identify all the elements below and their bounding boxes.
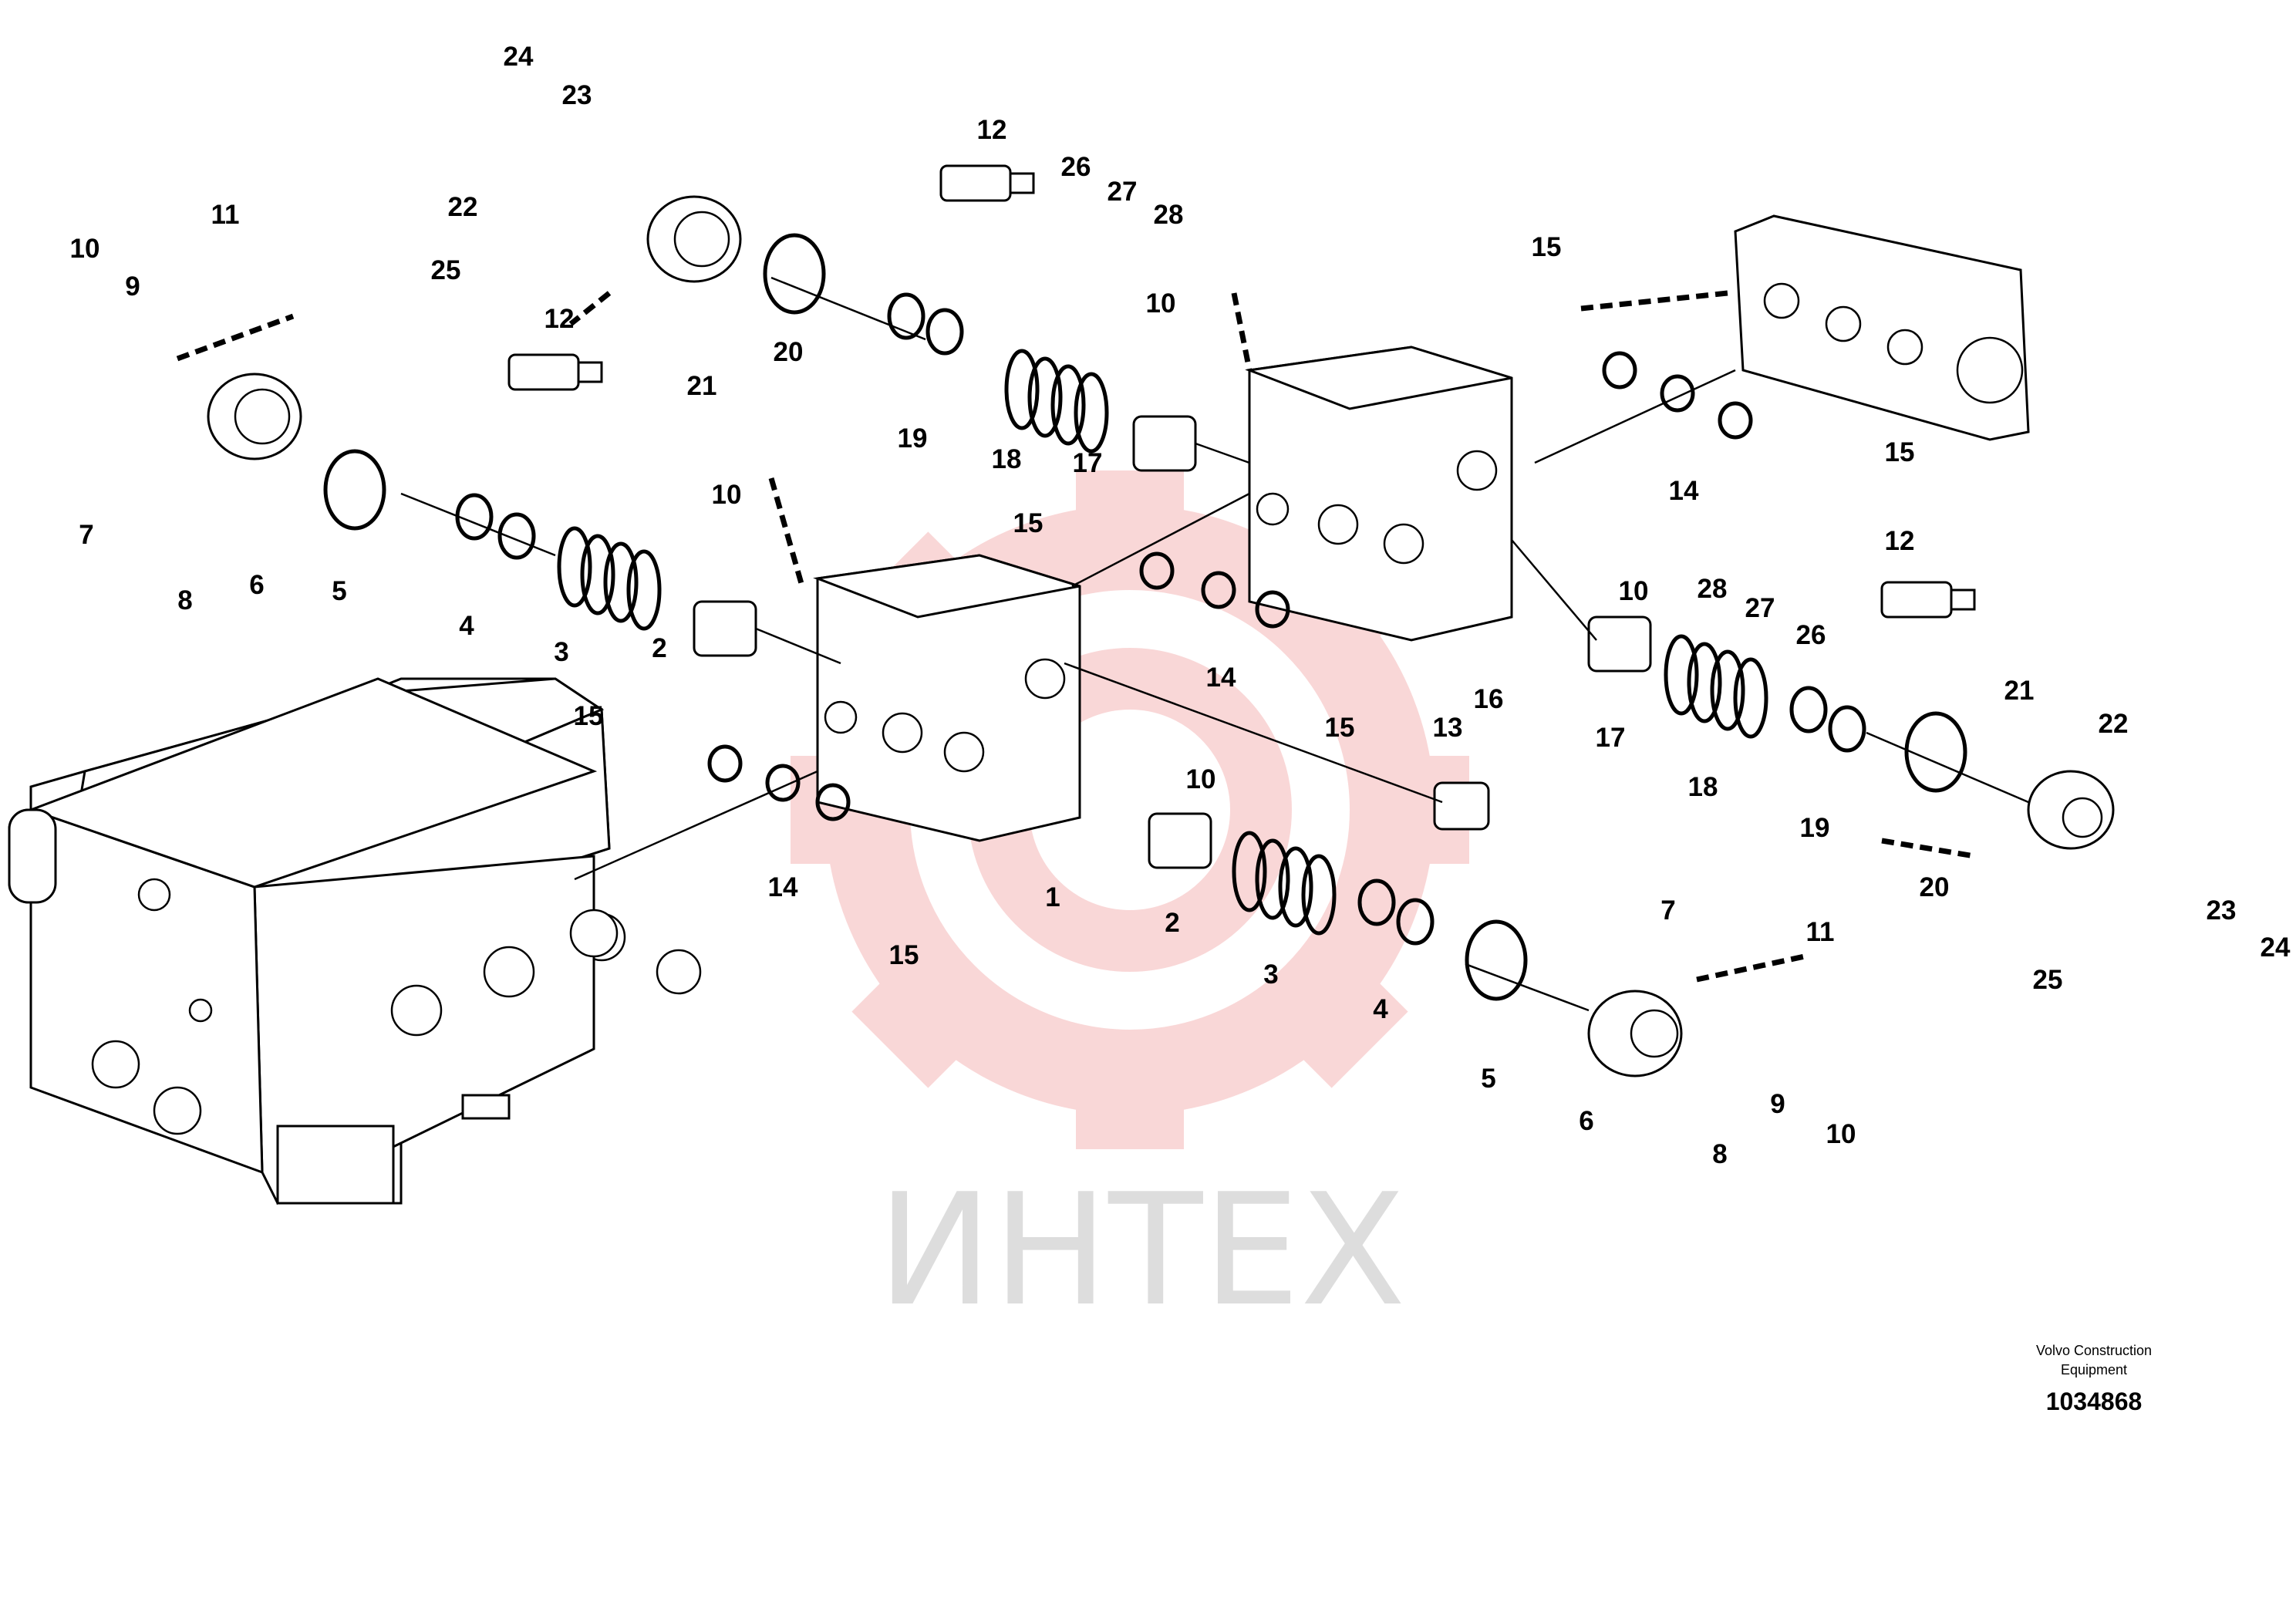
callout-12: 12: [544, 304, 575, 334]
callout-2: 2: [1165, 908, 1179, 938]
cartridge-12-right: [1880, 581, 1976, 619]
callout-3: 3: [554, 637, 568, 667]
plug-13: [1433, 781, 1490, 831]
callout-21: 21: [2004, 676, 2035, 706]
callout-20: 20: [1920, 872, 1950, 902]
callout-10: 10: [1619, 576, 1649, 606]
spool-housing-1: [813, 554, 1081, 842]
callout-28: 28: [1698, 574, 1728, 604]
callout-4: 4: [1373, 994, 1388, 1024]
drawing-number: 1034868: [2046, 1388, 2143, 1415]
cap-6-right: [1587, 990, 1683, 1077]
manufacturer-line-2: Equipment: [2061, 1362, 2127, 1378]
callout-10: 10: [1186, 764, 1216, 794]
callout-15: 15: [1013, 508, 1043, 538]
watermark-text: ИНТЕХ: [877, 1161, 1406, 1340]
callout-15: 15: [1885, 437, 1915, 467]
cap-6-left: [207, 373, 302, 460]
callout-10: 10: [1826, 1119, 1856, 1149]
spool-housing-16: [1245, 346, 1513, 642]
o-rings: [323, 233, 1967, 1001]
spring-3-lower: [1232, 831, 1337, 936]
sleeve-17-lower: [1587, 615, 1652, 673]
callout-18: 18: [992, 444, 1022, 474]
cap-21-right: [2027, 770, 2115, 850]
callout-14: 14: [1206, 663, 1236, 693]
callout-9: 9: [1770, 1089, 1785, 1119]
callout-23: 23: [2207, 895, 2237, 926]
end-plate: [1734, 214, 2030, 441]
callout-5: 5: [332, 576, 346, 606]
callout-19: 19: [898, 423, 928, 454]
callout-11: 11: [211, 200, 240, 230]
callout-17: 17: [1596, 723, 1626, 753]
callout-7: 7: [1660, 895, 1675, 926]
callout-11: 11: [1806, 917, 1835, 947]
callout-6: 6: [249, 570, 264, 600]
callout-21: 21: [687, 371, 717, 401]
sleeve-17-upper: [1132, 415, 1197, 472]
callout-10: 10: [712, 480, 742, 510]
callout-25: 25: [2033, 965, 2063, 995]
sleeve-2-lower: [1148, 812, 1212, 869]
callout-labels: 1 2 2 3 3 4 4 5 5 6 6 7 7 8 8 9 9 10 10 …: [70, 42, 2291, 1169]
main-valve-block-body: [8, 677, 619, 1205]
callout-6: 6: [1579, 1106, 1593, 1136]
callout-2: 2: [652, 633, 666, 663]
callout-25: 25: [431, 255, 461, 285]
callout-22: 22: [2099, 709, 2129, 739]
callout-22: 22: [448, 192, 478, 222]
spring-18-upper: [1004, 349, 1109, 454]
cartridge-12-top: [939, 164, 1035, 202]
spring-3-upper: [557, 526, 662, 631]
callout-10: 10: [1146, 288, 1176, 319]
callout-13: 13: [1433, 713, 1463, 743]
cartridge-12-left: [507, 353, 603, 391]
callout-15: 15: [889, 940, 919, 970]
callout-10: 10: [70, 234, 100, 264]
callout-1: 1: [1045, 882, 1060, 912]
callout-4: 4: [459, 611, 474, 641]
callout-12: 12: [1885, 526, 1915, 556]
callout-27: 27: [1108, 177, 1138, 207]
callout-12: 12: [977, 115, 1007, 145]
sleeve-2-upper: [693, 600, 757, 657]
callout-7: 7: [79, 520, 93, 550]
callout-5: 5: [1481, 1064, 1495, 1094]
callout-26: 26: [1061, 152, 1091, 182]
callout-19: 19: [1800, 813, 1830, 843]
callout-14: 14: [1669, 476, 1699, 506]
callout-9: 9: [125, 271, 140, 302]
callout-28: 28: [1154, 200, 1184, 230]
manufacturer-line-1: Volvo Construction: [2036, 1343, 2152, 1358]
callout-20: 20: [774, 337, 804, 367]
callout-24: 24: [504, 42, 534, 72]
callout-26: 26: [1796, 620, 1826, 650]
callout-15: 15: [1325, 713, 1355, 743]
callout-3: 3: [1263, 959, 1278, 990]
callout-14: 14: [768, 872, 798, 902]
callout-8: 8: [177, 585, 192, 615]
callout-15: 15: [574, 701, 604, 731]
callout-8: 8: [1712, 1139, 1727, 1169]
cap-21-upper: [646, 195, 742, 283]
callout-15: 15: [1532, 232, 1562, 262]
callout-18: 18: [1688, 772, 1718, 802]
spring-18-lower: [1664, 634, 1768, 739]
callout-17: 17: [1073, 448, 1103, 478]
callout-23: 23: [562, 80, 592, 110]
callout-27: 27: [1745, 593, 1775, 623]
callout-24: 24: [2261, 932, 2291, 963]
callout-16: 16: [1474, 684, 1504, 714]
leader-lines: [176, 276, 2029, 1012]
